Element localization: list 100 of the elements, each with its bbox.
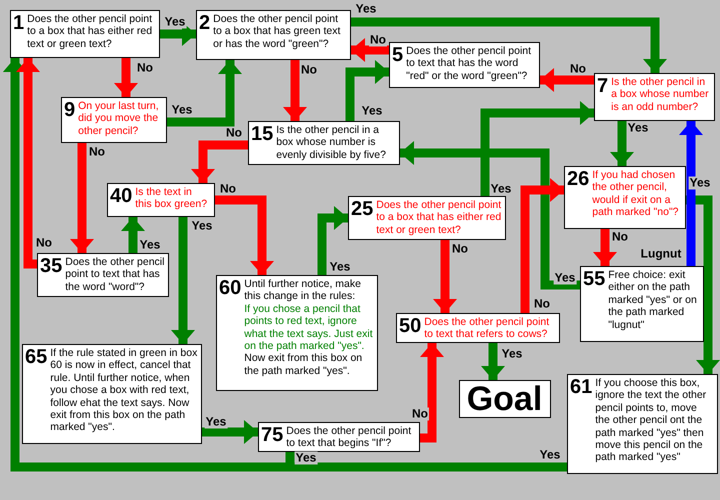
arrow xyxy=(318,206,348,275)
edge-label: No xyxy=(88,146,106,158)
step-number: 50 xyxy=(399,316,422,336)
edge-label: No xyxy=(569,62,587,76)
step-box xyxy=(396,313,560,343)
step-box xyxy=(10,10,160,58)
step-box xyxy=(107,183,215,217)
instruction-text: If the rule stated in green in box 60 is now in effect, cancel that rule. Until further notice, when you chose a box with red text, follow ehat the text says. Now exit from this box on the path marked "yes". xyxy=(50,347,198,434)
edge-label: Yes xyxy=(554,272,576,284)
instruction-text: Free choice: exit either on the path marked "yes" or on the path marked "lugnut" xyxy=(608,269,698,332)
step-box xyxy=(389,42,540,88)
arrow xyxy=(593,229,617,266)
arrow xyxy=(171,217,195,344)
step-number: 35 xyxy=(40,256,62,276)
instruction-text: Until further notice, make this change in the rules: xyxy=(244,278,362,303)
arrow xyxy=(481,343,505,380)
arrow xyxy=(346,60,389,121)
arrow xyxy=(351,18,667,73)
arrow xyxy=(114,58,138,97)
edge-label: Yes xyxy=(138,238,162,252)
edge-label: Lugnut xyxy=(640,248,682,260)
instruction-text: Is the other pencil in a box whose number is an odd number? xyxy=(611,76,710,114)
step-number: 60 xyxy=(219,278,242,298)
edge-label: Yes xyxy=(626,122,650,134)
step-number: 15 xyxy=(251,124,274,144)
step-number: 7 xyxy=(597,76,608,96)
edge-label: Yes xyxy=(328,260,352,274)
step-box xyxy=(37,253,169,297)
arrow xyxy=(480,101,594,196)
edge-label: Yes xyxy=(354,2,378,16)
instruction-text: Now exit from this box on the path marked "yes". xyxy=(244,352,364,378)
instruction-text: Does the other pencil point to text that has the word "red" or the word "green"? xyxy=(406,45,532,82)
step-box xyxy=(22,344,202,444)
arrow xyxy=(420,343,444,442)
arrow xyxy=(610,121,634,166)
step-number: 5 xyxy=(392,45,404,65)
step-number: 55 xyxy=(583,269,606,289)
step-number: 61 xyxy=(570,377,592,397)
edge-label: No xyxy=(411,408,429,420)
edge-label: No xyxy=(219,182,237,196)
edge-label: Yes xyxy=(294,452,318,464)
step-number: 1 xyxy=(13,13,24,33)
step-number: 2 xyxy=(199,13,210,33)
edge-label: No xyxy=(300,64,318,76)
edge-label: Yes xyxy=(688,176,712,190)
instruction-text: If you chose a pencil that points to red text, ignore what the text says. Just exit on the path marked "yes". xyxy=(244,302,374,352)
instruction-text: Does the other pencil point to text that refers to cows? xyxy=(424,316,550,341)
arrow xyxy=(351,38,389,62)
edge-label: Yes xyxy=(170,104,194,116)
step-box xyxy=(348,196,506,240)
arrow xyxy=(121,217,145,253)
step-number: 9 xyxy=(64,100,76,120)
arrow xyxy=(70,143,94,253)
edge-label: No xyxy=(225,126,243,140)
step-box xyxy=(594,73,715,121)
step-box xyxy=(61,97,167,143)
step-number: 65 xyxy=(25,347,48,367)
arrow xyxy=(167,60,242,126)
step-number: 25 xyxy=(351,199,374,219)
edge-label: Yes xyxy=(360,104,384,118)
step-box xyxy=(564,166,686,229)
edge-label: No xyxy=(35,236,53,250)
arrow xyxy=(520,178,564,313)
arrow xyxy=(283,60,307,121)
step-number: 26 xyxy=(567,169,590,189)
arrow xyxy=(215,196,274,275)
step-box xyxy=(216,275,378,391)
arrow xyxy=(202,420,258,444)
step-box xyxy=(196,10,351,60)
instruction-text: Does the other pencil point to text that has the word "word"? xyxy=(65,256,165,294)
edge-label: No xyxy=(611,230,629,244)
edge-label: Yes xyxy=(204,416,228,428)
step-box xyxy=(248,121,400,165)
instruction-text: Does the other pencil point to a box that has either red text or green text? xyxy=(27,13,154,50)
step-number: 40 xyxy=(110,186,132,206)
instruction-text: If you choose this box, ignore the text the other pencil points to, move the other pencil ont the path marked "yes" then move this pencil on the path marked "yes" xyxy=(595,377,708,464)
instruction-text: If you had chosen the other pencil, would if exit on a path marked "no"? xyxy=(592,169,680,219)
step-box xyxy=(567,374,718,474)
edge-label: No xyxy=(533,298,551,310)
edge-label: No xyxy=(369,34,387,46)
edge-label: Yes xyxy=(190,220,214,232)
edge-label: Yes xyxy=(538,448,562,462)
edge-label: Yes xyxy=(500,348,524,360)
edge-label: No xyxy=(136,62,154,74)
instruction-text: Is the text in this box green? xyxy=(135,186,208,211)
instruction-text: Does the other pencil point to a box that has green text or has the word "green"? xyxy=(213,13,342,50)
goal-text: Goal xyxy=(466,381,542,417)
arrow xyxy=(16,58,40,268)
instruction-text: Is the other pencil in a box whose number is evenly divisible by five? xyxy=(276,124,387,162)
instruction-text: Does the other pencil point to text that begins "If"? xyxy=(286,425,412,450)
step-box xyxy=(580,266,704,342)
arrow xyxy=(679,121,703,266)
edge-label: Yes xyxy=(490,182,512,196)
arrow xyxy=(433,240,457,313)
step-box xyxy=(258,422,420,452)
step-number: 75 xyxy=(261,425,284,445)
arrow xyxy=(540,68,594,92)
instruction-text: Does the other pencil point to a box that has either red text or green text? xyxy=(376,199,502,236)
edge-label: No xyxy=(451,242,469,256)
goal-box xyxy=(459,380,551,418)
